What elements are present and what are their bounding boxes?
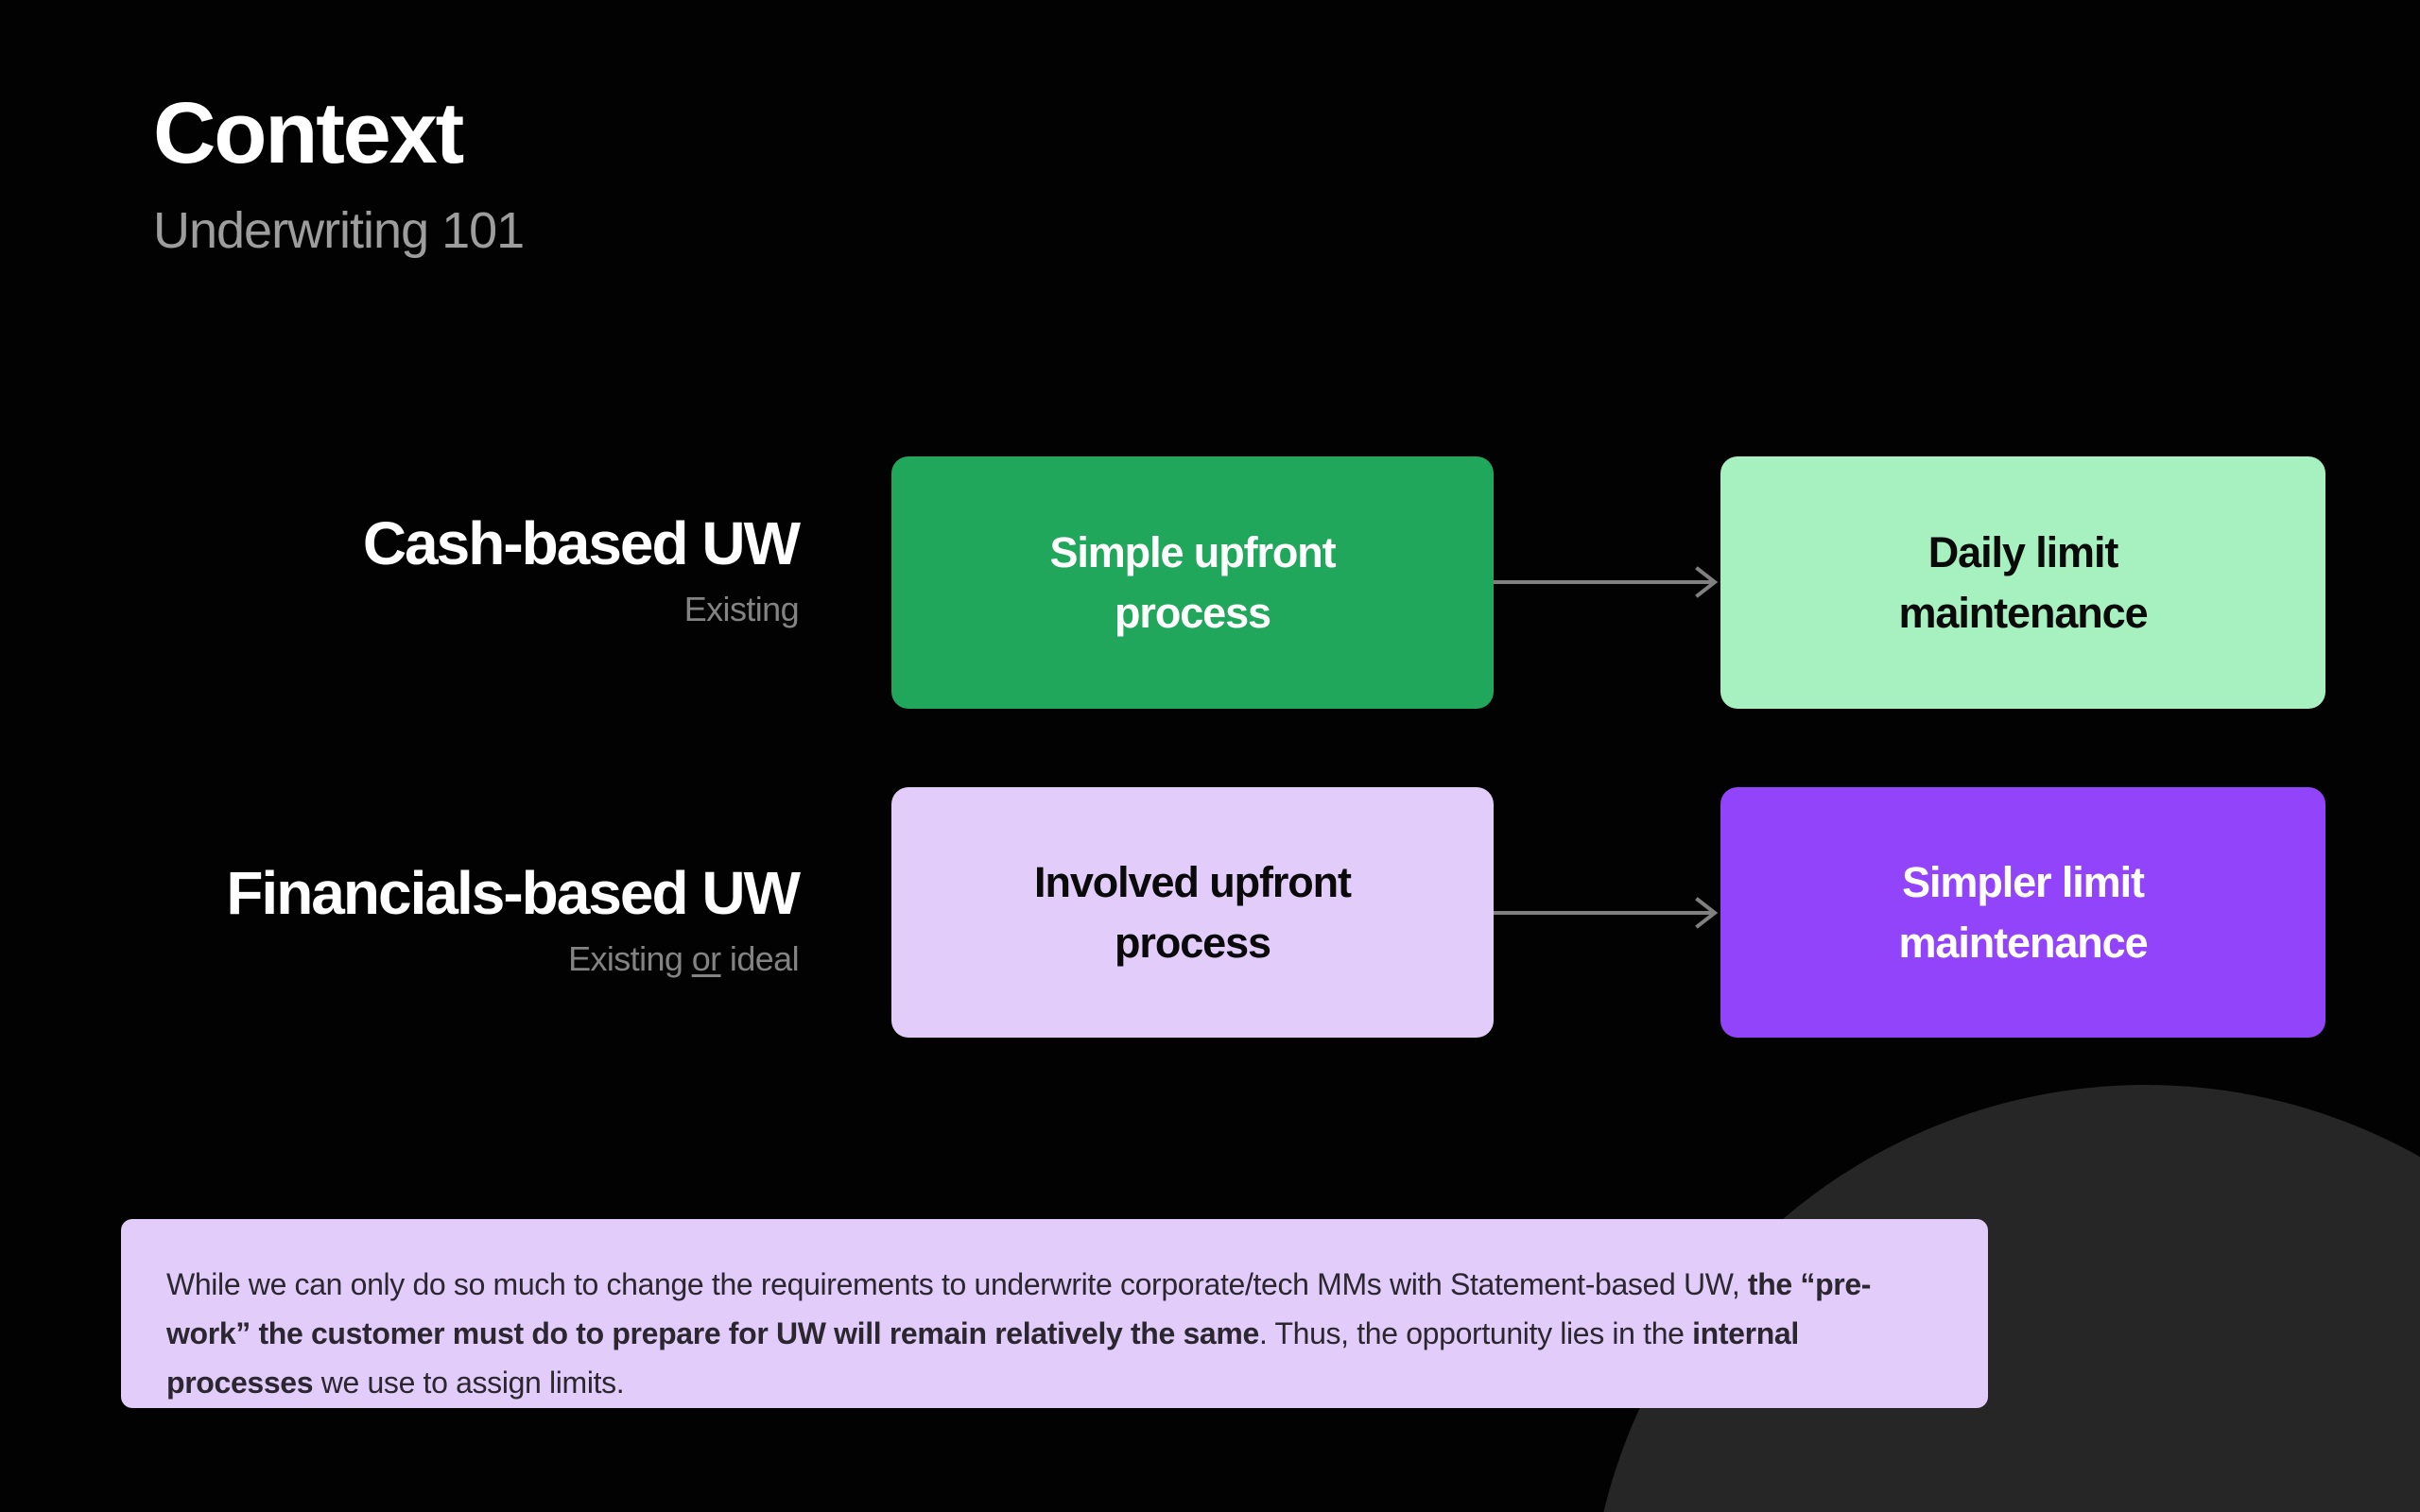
callout-segment-4: we use to assign limits. <box>313 1365 625 1400</box>
node-line-2: maintenance <box>1898 918 2149 967</box>
node-line-1: Involved upfront <box>1034 857 1352 906</box>
node-line-1: Simpler limit <box>1902 857 2145 906</box>
row-sublabel-suffix: ideal <box>720 939 800 979</box>
callout-segment-0: While we can only do so much to change t… <box>166 1267 1748 1301</box>
node-line-2: maintenance <box>1898 588 2149 637</box>
node-line-1: Daily limit <box>1927 527 2119 576</box>
row-sublabel-prefix: Existing <box>683 590 800 629</box>
node-line-1: Simple upfront <box>1049 527 1336 576</box>
row-label-subtitle: Existing or ideal <box>137 939 800 979</box>
row-sublabel-prefix: Existing <box>568 939 692 979</box>
node-daily-limit-maintenance[interactable]: Daily limit maintenance <box>1720 456 2325 709</box>
row-sublabel-underlined: or <box>691 939 721 979</box>
node-line-2: process <box>1115 918 1271 967</box>
callout-segment-2: . Thus, the opportunity lies in the <box>1258 1315 1693 1350</box>
node-line-2: process <box>1115 588 1271 637</box>
row-label-subtitle: Existing <box>137 590 800 629</box>
takeaway-callout: While we can only do so much to change t… <box>121 1219 1988 1408</box>
row-label-cash-based-uw: Cash-based UW Existing <box>137 509 801 629</box>
node-involved-upfront-process[interactable]: Involved upfront process <box>891 787 1494 1038</box>
node-simple-upfront-process[interactable]: Simple upfront process <box>891 456 1494 709</box>
page-title: Context <box>153 85 464 181</box>
arrow-right-icon <box>1494 894 1720 932</box>
node-simpler-limit-maintenance[interactable]: Simpler limit maintenance <box>1720 787 2325 1038</box>
arrow-right-icon <box>1494 563 1720 601</box>
row-label-title: Cash-based UW <box>362 509 801 577</box>
callout-segment-1: the “pre-work” the customer must do to p… <box>166 1267 1872 1350</box>
page-subtitle: Underwriting 101 <box>153 202 525 259</box>
slide-header: Context Underwriting 101 <box>153 85 525 259</box>
callout-segment-3: internal processes <box>166 1315 1799 1400</box>
row-label-title: Financials-based UW <box>226 859 801 927</box>
row-label-financials-based-uw: Financials-based UW Existing or ideal <box>137 859 801 979</box>
callout-text: While we can only do so much to change t… <box>166 1261 1943 1407</box>
